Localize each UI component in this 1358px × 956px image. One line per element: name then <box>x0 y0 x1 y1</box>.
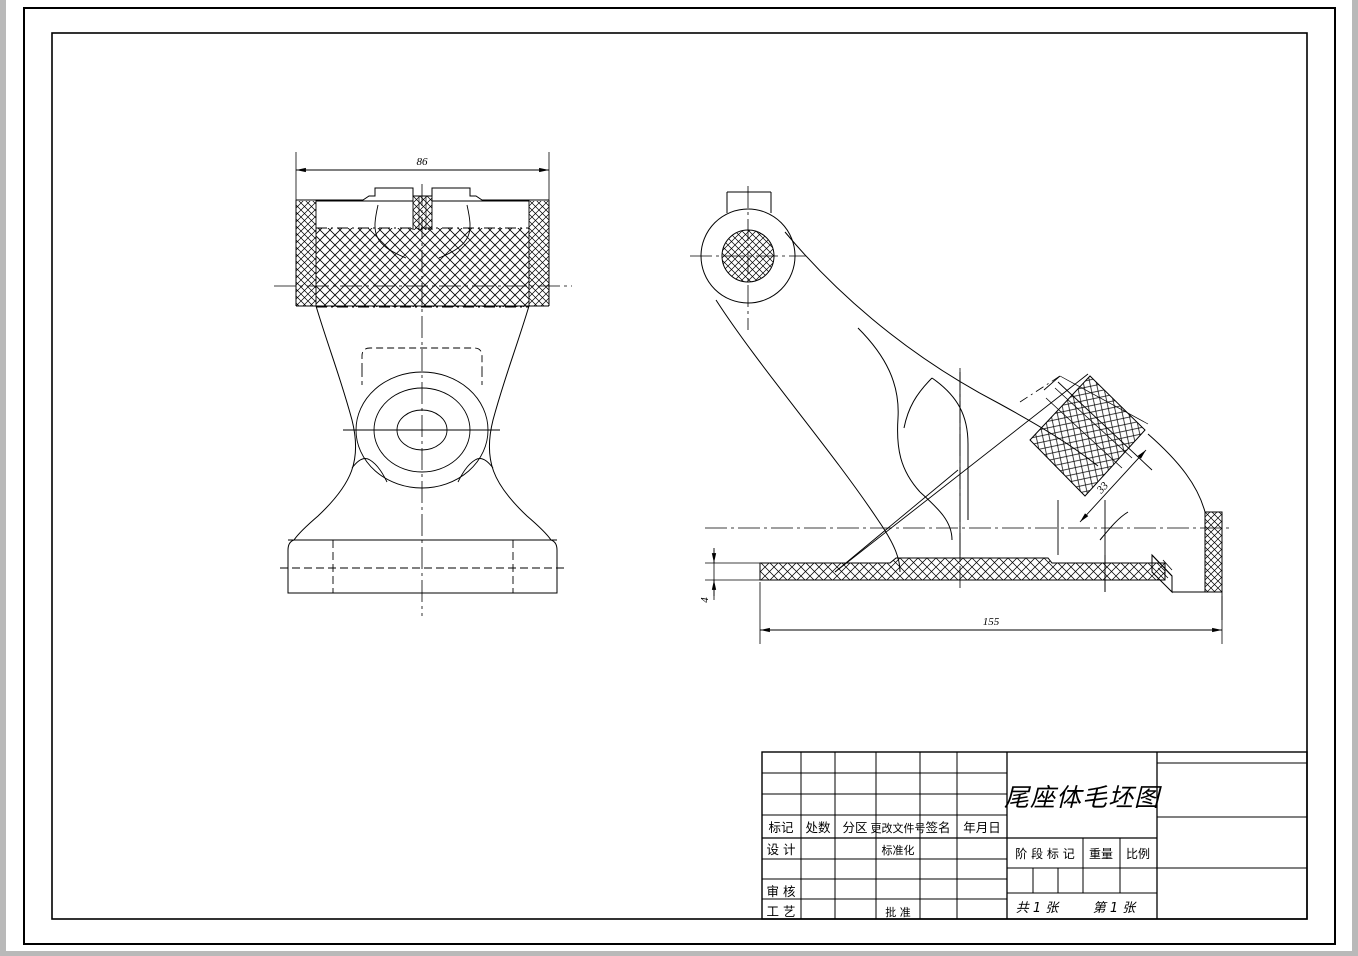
revision-header-date: 年月日 <box>963 820 1001 835</box>
part-name-title: 尾座体毛坯图 <box>1004 783 1162 812</box>
dimension-155: 155 <box>759 582 1223 644</box>
side-section-plane-line <box>834 373 1089 573</box>
front-flange-hatch <box>296 196 549 308</box>
sheet-border-inner <box>51 32 1308 920</box>
title-block-sheet-info: 共 1 张 第 1 张 <box>1016 901 1138 916</box>
side-section-view: 33 4 155 <box>690 186 1232 644</box>
sheet-total-label: 共 1 张 <box>1016 901 1061 916</box>
dimension-4: 4 <box>699 548 770 603</box>
weight-label: 重量 <box>1089 847 1113 861</box>
dimension-86-label: 86 <box>417 156 429 168</box>
revision-header-count: 处数 <box>805 820 831 835</box>
signature-role-review: 审 核 <box>767 884 796 899</box>
signature-role-process: 工 艺 <box>767 904 796 919</box>
title-block-revision-grid <box>762 752 1008 919</box>
side-arm-body <box>715 231 1099 573</box>
title-block-stage-header: 阶 段 标 记 重量 比例 <box>1015 846 1150 861</box>
side-base-plate <box>759 553 1173 594</box>
title-block[interactable]: 标记 处数 分区 更改文件号 签名 年月日 设 计 标准化 审 核 工 艺 批 … <box>761 751 1308 920</box>
front-section-view: 86 <box>274 152 572 616</box>
front-column-body <box>293 305 552 541</box>
signature-standardization-label: 标准化 <box>882 843 915 857</box>
sheet-border-outer <box>23 7 1336 945</box>
dimension-155-label: 155 <box>983 616 1000 628</box>
scale-label: 比例 <box>1126 847 1150 861</box>
dimension-4-label: 4 <box>699 597 711 603</box>
title-block-right-grid <box>1007 752 1307 919</box>
side-view-centerlines <box>690 186 1232 592</box>
revision-header-signature: 签名 <box>925 820 950 835</box>
front-boss-circles <box>343 347 500 489</box>
title-block-signature-rows: 设 计 标准化 审 核 工 艺 批 准 <box>767 842 915 919</box>
revision-header-zone: 分区 <box>842 820 867 835</box>
title-block-revision-header: 标记 处数 分区 更改文件号 签名 年月日 <box>768 820 1000 835</box>
side-inner-cavity <box>903 377 969 520</box>
sheet-index-label: 第 1 张 <box>1093 901 1138 916</box>
side-right-wall <box>1147 433 1223 620</box>
sheet-edge-shadow-right <box>1352 0 1358 956</box>
front-base <box>280 539 566 594</box>
sheet-edge-shadow-bottom <box>0 951 1358 956</box>
dimension-86: 86 <box>295 152 550 200</box>
front-view-centerline <box>274 184 572 616</box>
revision-header-mark: 标记 <box>768 820 794 835</box>
revision-header-docno: 更改文件号 <box>871 821 926 835</box>
signature-role-design: 设 计 <box>767 842 796 857</box>
side-inclined-rib <box>1019 375 1153 497</box>
signature-approve-label: 批 准 <box>885 905 911 919</box>
sheet-edge-shadow-left <box>0 0 6 956</box>
stage-mark-label: 阶 段 标 记 <box>1015 846 1074 861</box>
